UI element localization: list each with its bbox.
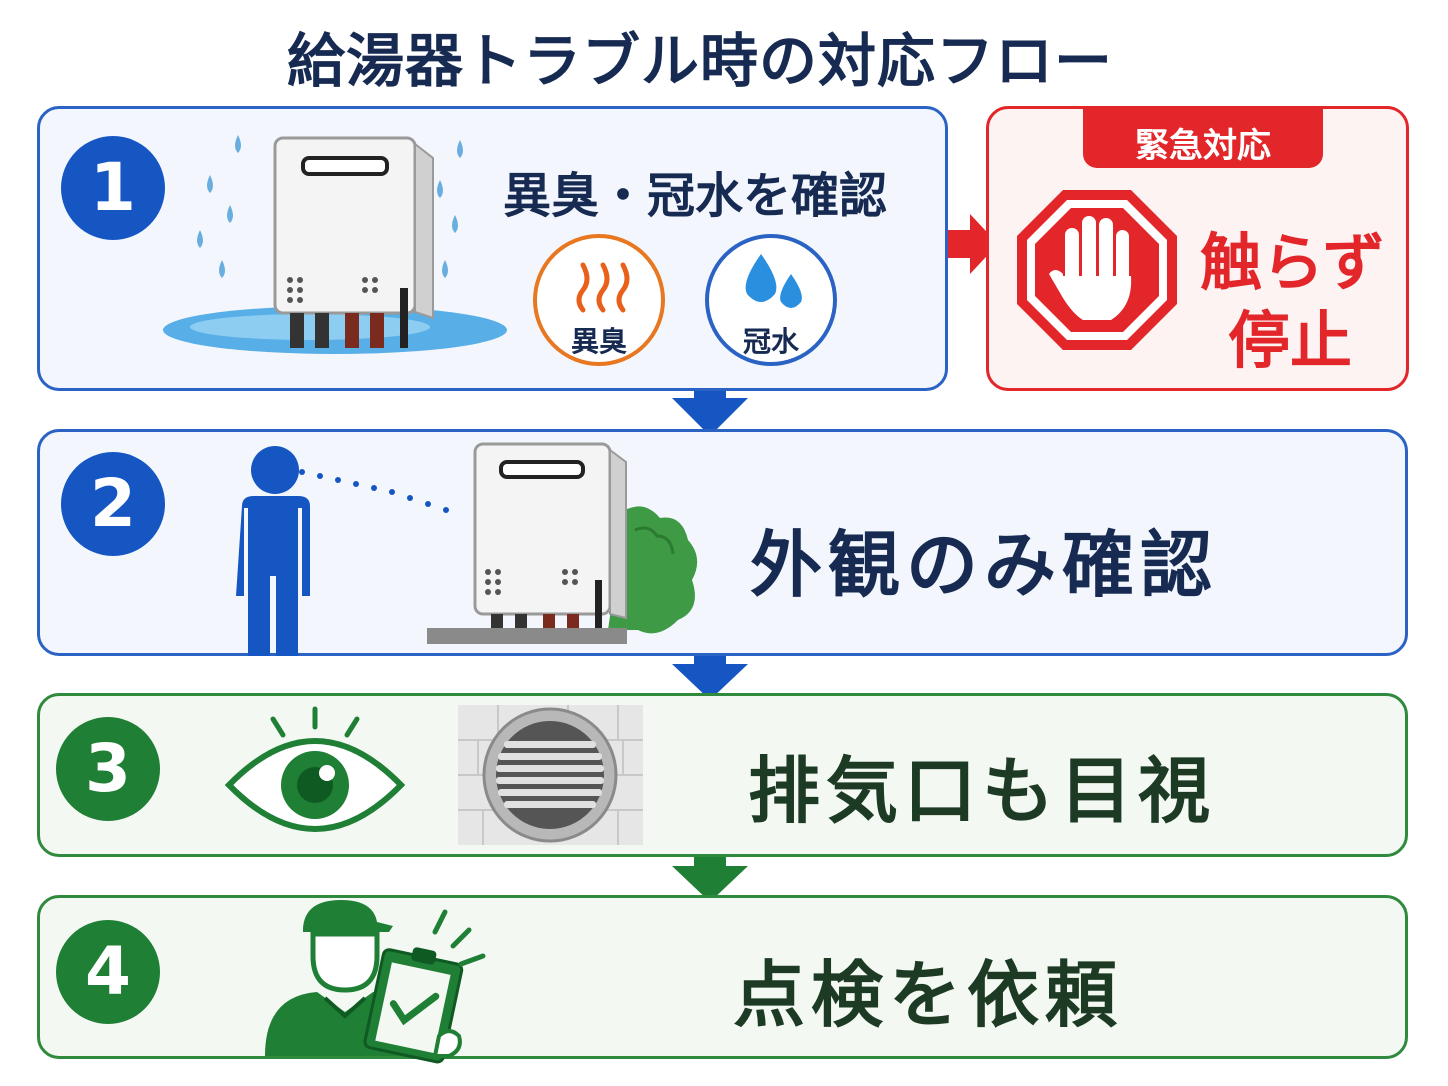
water-heater-flooded-illustration: [163, 135, 507, 354]
exhaust-vent-illustration: [458, 705, 643, 845]
step-4-number: 4: [56, 920, 160, 1024]
emergency-header: 緊急対応: [1083, 106, 1323, 168]
arrow-right-icon: [948, 214, 998, 274]
step-3-label: 排気口も目視: [748, 749, 1217, 833]
eye-icon: [224, 706, 406, 832]
step-4-label: 点検を依頼: [733, 953, 1124, 1037]
flood-badge-label: 冠水: [742, 325, 799, 358]
water-heater-exterior-illustration: [427, 442, 698, 644]
heat-smell-icon: [576, 262, 630, 313]
emergency-line-2: 停止: [1228, 304, 1353, 377]
step-1-number: 1: [61, 136, 165, 240]
step-2-number: 2: [61, 452, 165, 556]
emergency-line-1: 触らず: [1200, 226, 1385, 299]
flood-badge: 冠水: [705, 234, 837, 366]
page-title: 給湯器トラブル時の対応フロー: [286, 27, 1113, 95]
inspector-clipboard-illustration: [265, 900, 486, 1064]
arrow-down-icon: [694, 656, 726, 665]
smell-badge: 異臭: [533, 234, 665, 366]
step-1-label: 異臭・冠水を確認: [503, 168, 888, 224]
arrow-down-icon: [694, 391, 726, 399]
step-3-number: 3: [56, 717, 160, 821]
water-drops-icon: [745, 254, 802, 308]
stop-hand-icon: [1017, 190, 1177, 350]
person-looking-illustration: [236, 446, 449, 656]
emergency-header-label: 緊急対応: [1135, 126, 1271, 166]
arrow-down-icon: [694, 857, 726, 867]
step-4-panel: [37, 895, 1408, 1059]
step-2-label: 外観のみ確認: [750, 523, 1219, 607]
smell-badge-label: 異臭: [570, 325, 627, 358]
